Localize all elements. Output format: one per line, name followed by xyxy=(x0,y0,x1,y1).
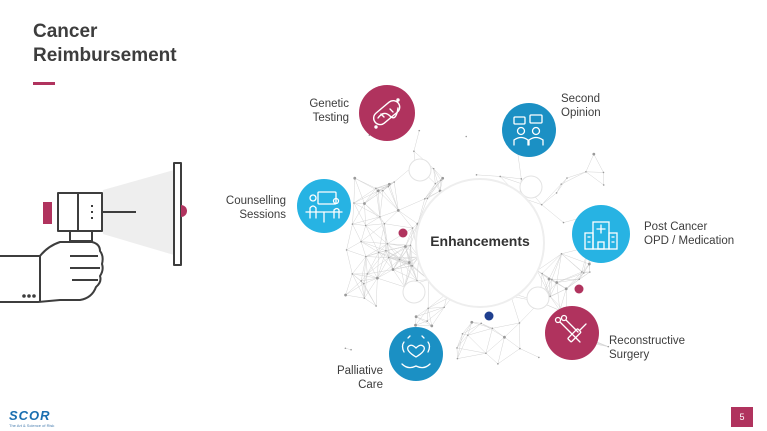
label-line: Counselling xyxy=(225,195,286,207)
title-accent-bar xyxy=(33,82,55,85)
white-bubbles xyxy=(402,158,550,310)
post-cancer-node xyxy=(572,205,630,263)
doctors-consult-icon xyxy=(513,114,544,146)
label-line: Genetic xyxy=(309,98,349,110)
scanner-illustration xyxy=(0,162,187,303)
scor-logo: SCOR The Art & Science of Risk xyxy=(9,408,54,428)
counselling-desk-icon xyxy=(305,191,343,223)
hospital-icon xyxy=(584,221,618,250)
scanner-body xyxy=(57,192,103,232)
surgical-tools-icon xyxy=(554,314,587,343)
slide-title: Cancer Reimbursement xyxy=(33,20,177,68)
scanner-back xyxy=(43,202,52,224)
white-bubble xyxy=(526,286,550,310)
light-beam xyxy=(103,170,174,255)
counselling-node xyxy=(297,179,351,233)
accent-dot xyxy=(574,284,584,294)
genetic-testing-node xyxy=(359,85,415,141)
label-second-opinion: Second Opinion xyxy=(561,92,641,120)
label-line: Sessions xyxy=(239,209,286,221)
logo-wordmark: SCOR xyxy=(9,408,51,423)
label-post-cancer: Post Cancer OPD / Medication xyxy=(644,220,759,248)
label-genetic-testing: Genetic Testing xyxy=(285,97,349,125)
label-line: Second xyxy=(561,93,601,105)
label-line: Care xyxy=(358,379,383,391)
white-bubble xyxy=(408,158,432,182)
label-palliative-care: Palliative Care xyxy=(303,364,383,392)
label-reconstructive-surgery: Reconstructive Surgery xyxy=(609,334,709,362)
title-line-1: Cancer xyxy=(33,21,98,42)
white-bubble xyxy=(519,175,543,199)
label-line: Post Cancer xyxy=(644,221,708,233)
label-line: Opinion xyxy=(561,107,601,119)
dna-capsule-icon xyxy=(372,98,401,129)
logo-tagline: The Art & Science of Risk xyxy=(9,423,55,428)
reconstructive-surgery-node xyxy=(545,306,599,360)
second-opinion-node xyxy=(502,103,556,157)
palliative-care-node xyxy=(389,327,443,381)
hand xyxy=(0,241,104,303)
caring-hands-icon xyxy=(401,335,431,369)
label-line: Testing xyxy=(312,112,349,124)
page-number: 5 xyxy=(731,407,753,427)
title-line-2: Reimbursement xyxy=(33,45,177,66)
accent-dot xyxy=(484,311,494,321)
white-bubble xyxy=(402,280,426,304)
label-line: Reconstructive xyxy=(609,335,686,347)
label-line: OPD / Medication xyxy=(644,235,735,247)
label-line: Surgery xyxy=(609,349,650,361)
label-counselling-sessions: Counselling Sessions xyxy=(208,194,286,222)
center-label: Enhancements xyxy=(430,233,530,249)
accent-dot xyxy=(398,228,408,238)
label-line: Palliative xyxy=(336,365,383,377)
center-circle xyxy=(415,178,545,308)
screen-panel xyxy=(173,162,182,266)
